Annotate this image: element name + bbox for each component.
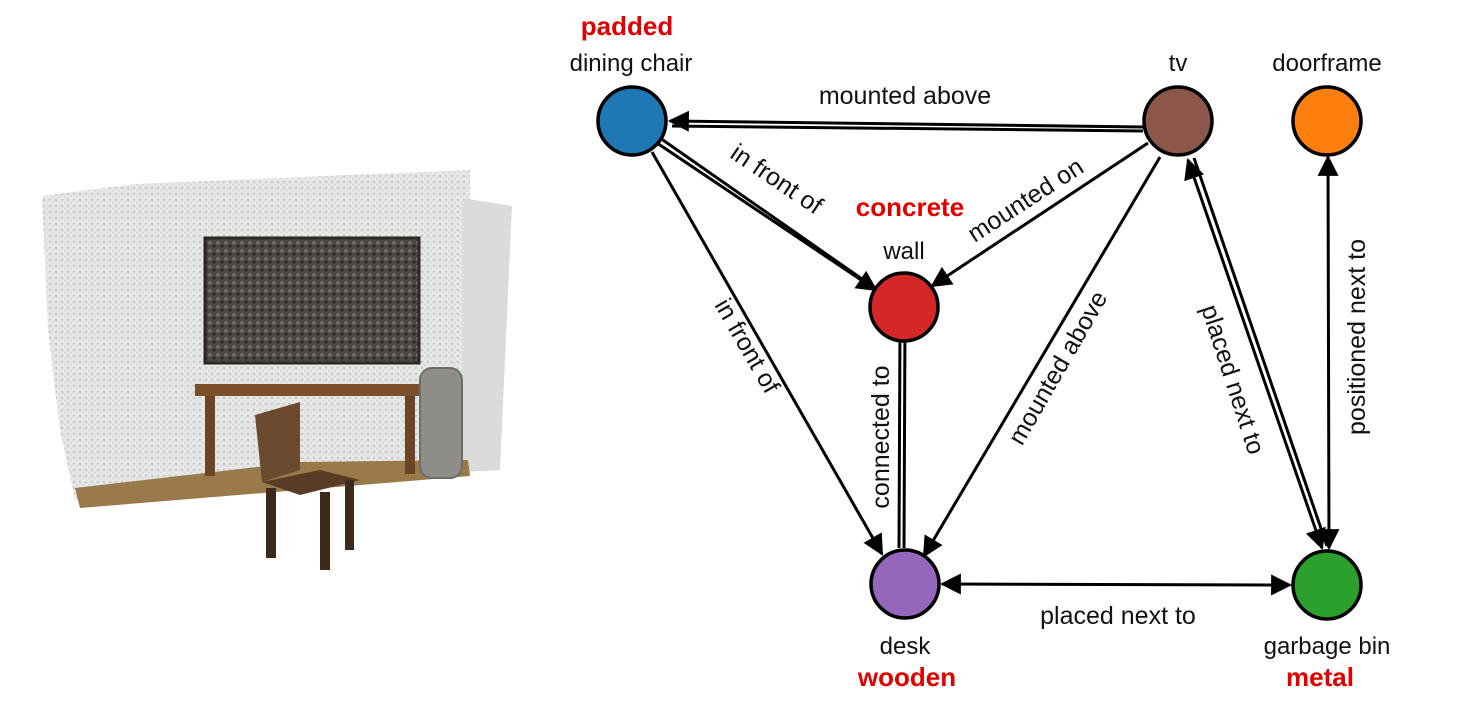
attribute-garbage-bin: metal	[1286, 662, 1354, 692]
edge-tv-to-dining-chair	[671, 124, 1144, 133]
attribute-wall: concrete	[856, 192, 964, 222]
node-dining-chair	[596, 85, 668, 157]
scene-chair-leg	[320, 492, 330, 570]
edge-label-chair-desk: in front of	[709, 294, 785, 398]
scene-chair-back	[255, 402, 300, 482]
edge-doorframe-to-garbage-bin	[1317, 154, 1340, 551]
nodes	[596, 85, 1363, 621]
scene-garbage-bin	[419, 367, 463, 479]
edge-label-desk-wall: connected to	[867, 365, 895, 508]
edge-desk-to-garbage-bin	[939, 573, 1293, 596]
node-doorframe	[1291, 85, 1363, 157]
edge-tv-to-dining-chair	[667, 110, 1144, 132]
edge-label-door-bin: positioned next to	[1343, 239, 1371, 435]
label-desk: desk	[880, 633, 932, 660]
edge-label-chair-wall: in front of	[725, 139, 827, 221]
edge-label-tv-wall: mounted on	[963, 153, 1089, 248]
scene-chair-seat	[262, 470, 360, 495]
node-wall	[868, 271, 940, 343]
edge-dining-chair-to-wall	[659, 136, 873, 288]
edge-tv-to-garbage-bin	[1184, 158, 1326, 550]
scene-desk-top	[195, 384, 423, 396]
scene-tv	[203, 236, 421, 365]
edge-tv-to-garbage-bin	[1192, 157, 1329, 547]
label-doorframe: doorframe	[1272, 50, 1381, 77]
node-garbage-bin	[1291, 549, 1363, 621]
attribute-dining-chair: padded	[581, 11, 673, 41]
node-desk	[869, 548, 941, 620]
edge-dining-chair-to-desk	[650, 151, 884, 556]
scene-side-wall	[462, 198, 512, 472]
edge-dining-chair-to-wall	[656, 141, 878, 292]
point-cloud-scene	[42, 170, 512, 570]
scene-chair-leg	[345, 480, 354, 550]
scene-desk-leg	[205, 396, 215, 476]
edge-desk-to-wall	[897, 323, 902, 549]
node-tv	[1142, 85, 1214, 157]
edge-label-tv-desk: mounted above	[1003, 286, 1113, 449]
scene-chair-leg	[266, 488, 276, 558]
attribute-desk: wooden	[857, 662, 956, 692]
edge-label-tv-bin: placed next to	[1195, 301, 1270, 458]
label-tv: tv	[1169, 50, 1188, 77]
edge-tv-to-desk	[922, 156, 1162, 558]
edge-label-desk-bin: placed next to	[1040, 602, 1196, 630]
label-garbage-bin: garbage bin	[1264, 633, 1391, 660]
scene-desk-leg	[405, 396, 415, 474]
edge-tv-to-wall	[930, 141, 1149, 288]
label-dining-chair: dining chair	[570, 50, 693, 77]
label-wall: wall	[882, 238, 924, 265]
edge-desk-to-wall	[894, 319, 916, 549]
edge-label-tv-chair: mounted above	[819, 82, 991, 110]
edges	[650, 110, 1340, 596]
